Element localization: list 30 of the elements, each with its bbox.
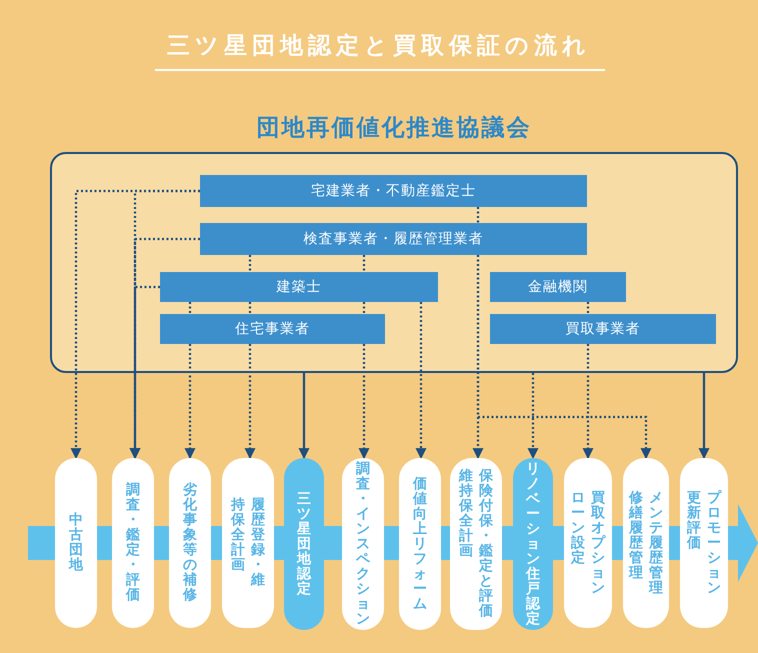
member-box: 検査事業者・履歴管理業者	[200, 223, 587, 255]
step-pill: 劣化事象等の補修	[169, 458, 211, 628]
step-pill: メンテ履歴管理修繕履歴管理	[623, 458, 669, 628]
step-pill: 調査・鑑定・評価	[112, 458, 154, 628]
member-box: 金融機関	[490, 272, 626, 302]
arrow	[184, 344, 196, 460]
group-heading: 団地再価値化推進協議会	[256, 114, 532, 143]
step-pill: 履歴登録・維持保全計画	[222, 458, 274, 628]
arrow	[698, 373, 710, 460]
step-pill: 買取オプションローン設定	[564, 458, 612, 628]
step-pill: 価値向上リフォーム	[399, 458, 441, 630]
arrow	[358, 344, 370, 460]
member-box: 宅建業者・不動産鑑定士	[200, 175, 587, 207]
step-pill: 三ツ星団地認定	[284, 458, 324, 630]
arrow	[528, 373, 538, 460]
member-box: 住宅事業者	[160, 314, 385, 344]
step-pill: プロモーション更新評価	[680, 458, 728, 628]
arrow	[582, 344, 594, 460]
arrow	[298, 373, 310, 460]
title: 三ツ星団地認定と買取保証の流れ	[166, 32, 592, 61]
arrow	[244, 344, 256, 460]
arrow	[416, 302, 426, 460]
step-pill: 調査・インスペクション	[342, 458, 384, 630]
step-pill: 中古団地	[55, 458, 97, 628]
step-pill: 保険付保・鑑定と評価維持保全計画	[450, 458, 502, 630]
step-pill: リノベーション住戸認定	[513, 458, 553, 630]
member-box: 建築士	[160, 272, 438, 302]
arrow	[476, 255, 652, 460]
arrow	[130, 286, 160, 460]
member-box: 買取事業者	[490, 314, 716, 344]
